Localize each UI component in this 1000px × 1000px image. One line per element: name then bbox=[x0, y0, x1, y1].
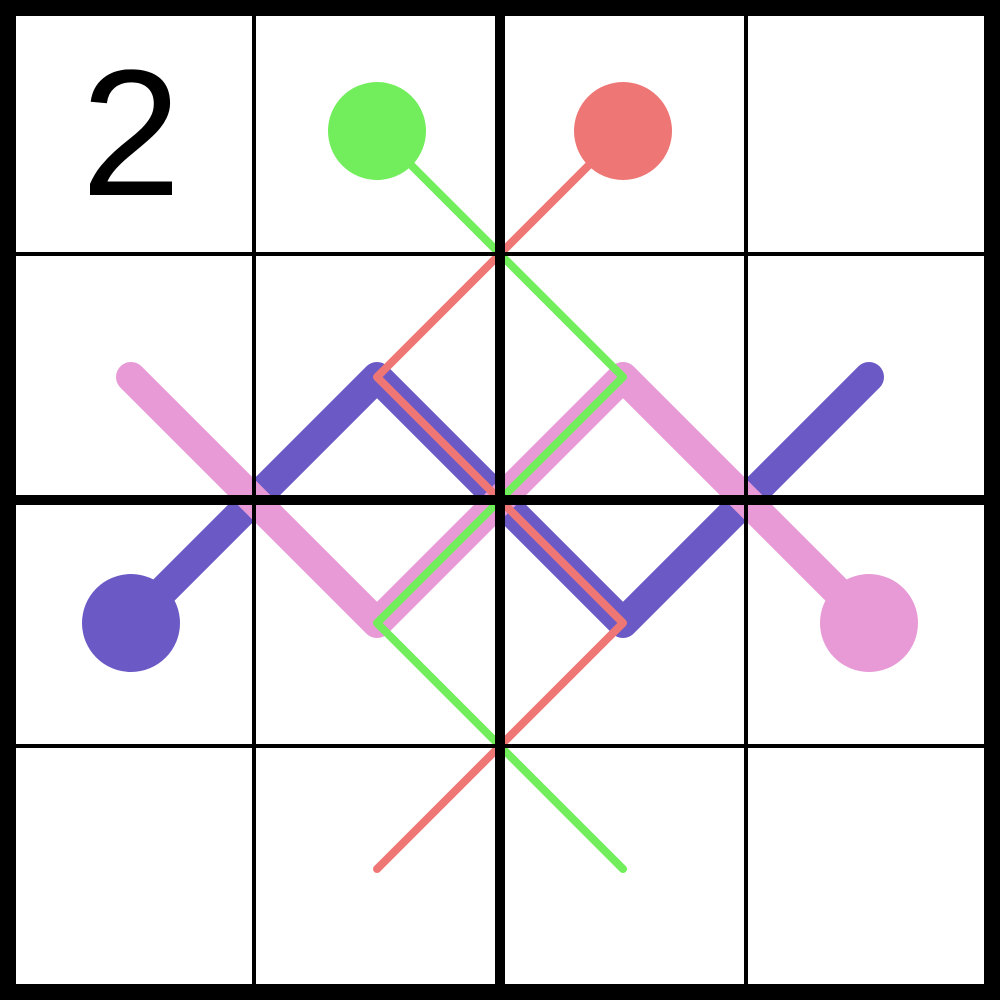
cell-r4c3[interactable] bbox=[500, 746, 746, 992]
purple-line-bulb bbox=[82, 574, 180, 672]
green-line-bulb bbox=[328, 82, 426, 180]
cell-r1c4[interactable] bbox=[746, 8, 992, 254]
cell-r4c2[interactable] bbox=[254, 746, 500, 992]
cell-r2c4[interactable] bbox=[746, 254, 992, 500]
cell-r3c1[interactable] bbox=[8, 500, 254, 746]
red-line-bulb bbox=[574, 82, 672, 180]
cell-r3c3[interactable] bbox=[500, 500, 746, 746]
cell-r2c2[interactable] bbox=[254, 254, 500, 500]
cell-r4c1[interactable] bbox=[8, 746, 254, 992]
cells-layer: 2 bbox=[8, 8, 992, 992]
given-digit: 2 bbox=[81, 33, 181, 234]
cell-r1c3[interactable] bbox=[500, 8, 746, 254]
cell-r4c4[interactable] bbox=[746, 746, 992, 992]
cell-r3c4[interactable] bbox=[746, 500, 992, 746]
cell-r2c3[interactable] bbox=[500, 254, 746, 500]
cell-r3c2[interactable] bbox=[254, 500, 500, 746]
cell-r2c1[interactable] bbox=[8, 254, 254, 500]
pink-line-bulb bbox=[820, 574, 918, 672]
cell-r1c2[interactable] bbox=[254, 8, 500, 254]
